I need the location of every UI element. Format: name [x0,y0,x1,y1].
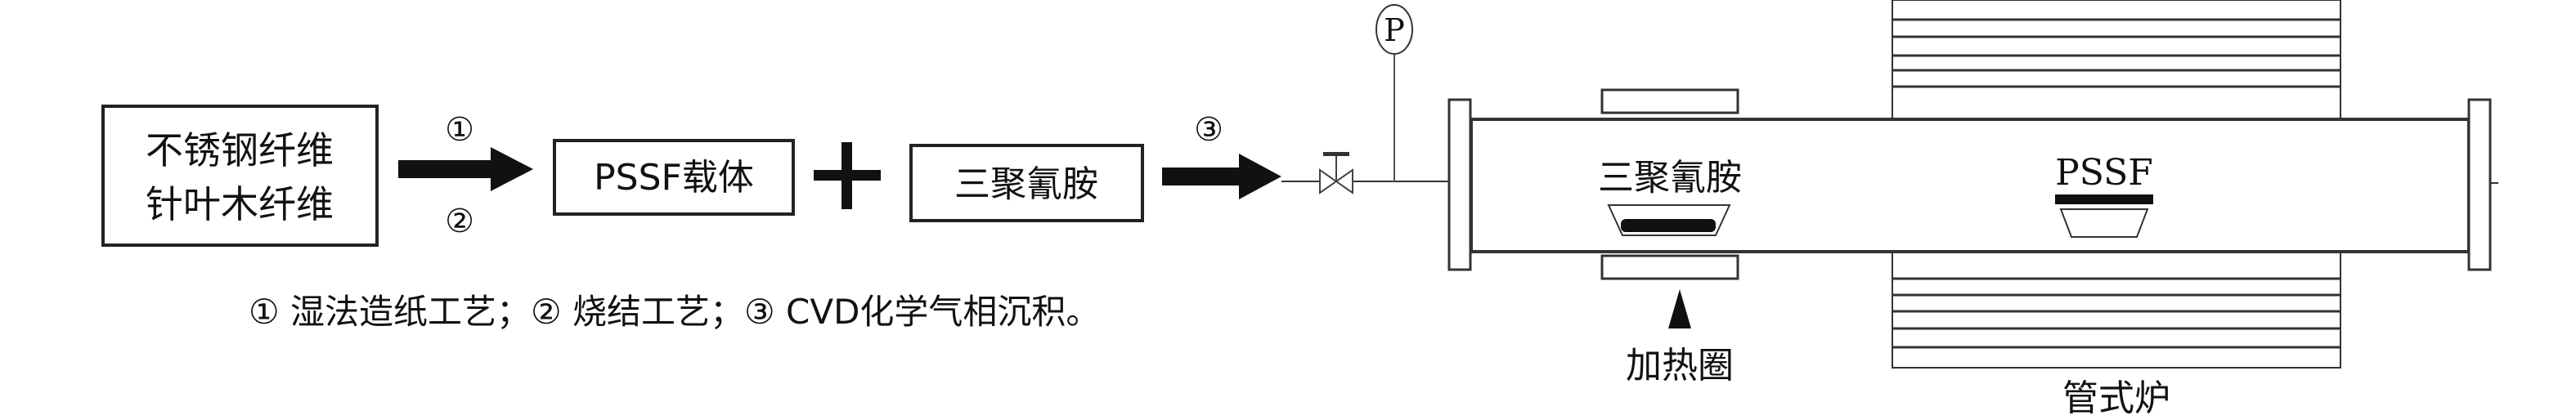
carrier-label: PSSF载体 [594,157,754,199]
substrate-boat-icon [2055,194,2153,238]
caption: ① 湿法造纸工艺；② 烧结工艺；③ CVD化学气相沉积。 [249,292,1100,332]
quartz-tube [1447,98,2498,271]
carrier-box: PSSF载体 [553,139,795,216]
heating-coil-pointer-icon [1668,289,1691,328]
heating-coil-label: 加热圈 [1626,345,1734,386]
right-flange [2467,98,2492,271]
pressure-gauge-label: P [1384,12,1405,48]
step-1-marker: ① [445,111,474,149]
materials-line-2: 针叶木纤维 [146,182,334,226]
furnace-label: 管式炉 [2062,378,2170,419]
plus-icon [814,142,881,209]
tube-precursor-label: 三聚氰胺 [1598,157,1742,199]
step-3-marker: ③ [1194,111,1223,149]
materials-line-1: 不锈钢纤维 [146,128,334,172]
materials-box: 不锈钢纤维 针叶木纤维 [101,105,379,247]
step-2-marker: ② [445,203,474,240]
tube-substrate-label: PSSF [2055,152,2153,194]
heating-coil-bottom [1600,254,1739,280]
precursor-boat-icon [1607,204,1731,236]
left-flange [1447,98,1472,271]
arrow-1-icon [398,147,533,191]
valve-icon [1319,152,1353,194]
pressure-gauge-icon: P [1376,4,1413,55]
precursor-box: 三聚氰胺 [909,144,1144,222]
heating-coil-top [1600,88,1739,114]
precursor-label: 三聚氰胺 [954,163,1098,205]
tube-furnace [1892,0,2341,369]
arrow-3-icon [1162,154,1281,199]
